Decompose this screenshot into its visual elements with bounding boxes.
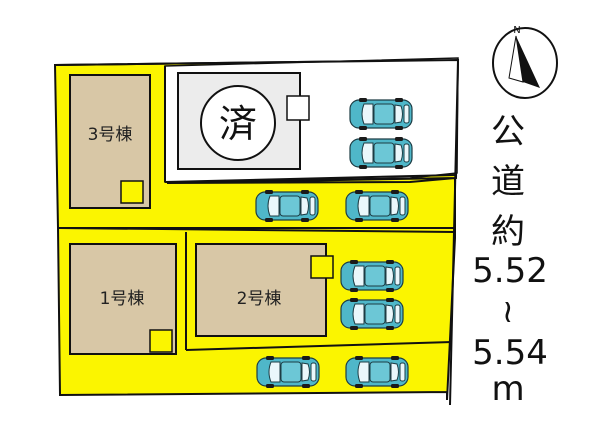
road-label-line-2: 道 — [491, 162, 525, 202]
sold-lot-entrance — [286, 95, 310, 121]
road-label-line-3: 約 — [491, 212, 525, 252]
car-lot1-2 — [345, 355, 409, 389]
sold-stamp: 済 — [219, 102, 257, 146]
compass-north-letter: N — [513, 25, 520, 36]
car-lot2-2 — [340, 297, 404, 331]
lot-3-entrance — [120, 180, 144, 204]
road-label-range-sign: ~ — [490, 299, 528, 326]
road-label-line-1: 公 — [491, 112, 525, 152]
divider-sold-bottom — [164, 174, 457, 183]
car-lot1-1 — [256, 355, 320, 389]
car-lot2-1 — [340, 259, 404, 293]
road-label-width-max: 5.54 — [472, 333, 548, 373]
car-lot3-1 — [255, 189, 319, 223]
road-label-unit: m — [491, 369, 524, 409]
car-lot3-2 — [345, 189, 409, 223]
lot-3-label: 3号棟 — [88, 125, 133, 145]
lot-1-entrance — [149, 329, 173, 353]
sold-stamp-circle — [200, 85, 276, 161]
lot-2-entrance — [310, 255, 334, 279]
lot-2-label: 2号棟 — [237, 289, 282, 309]
lot-1-label: 1号棟 — [100, 289, 145, 309]
road-label-width-min: 5.52 — [472, 251, 548, 291]
north-compass-icon: N — [492, 25, 558, 99]
divider-lot2-lower — [185, 341, 453, 351]
car-sold-lot-2 — [349, 136, 413, 170]
lot-2-house — [195, 243, 327, 337]
divider-lot3-lots12 — [59, 227, 456, 233]
site-boundary — [54, 58, 460, 406]
car-sold-lot-1 — [349, 97, 413, 131]
